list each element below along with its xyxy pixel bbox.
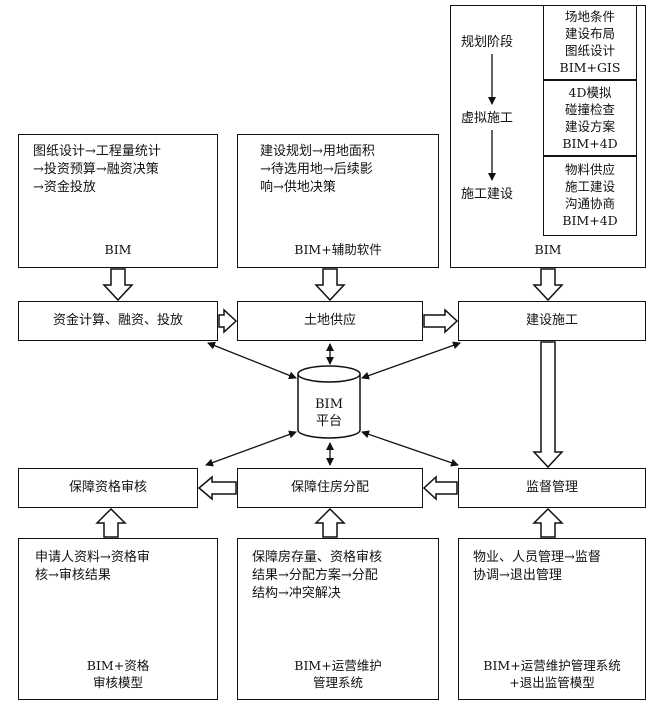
link-platform-eligibility xyxy=(205,430,297,467)
land-input-box: 建设规划→用地面积 →待选用地→后续影 响→供地决策 BIM+辅助软件 xyxy=(237,134,439,268)
link-platform-funding xyxy=(207,341,297,380)
eligibility-flow-text: 申请人资料→资格审 核→审核结果 xyxy=(35,550,150,583)
stage-planning-detail: 场地条件 建设布局 图纸设计 BIM+GIS xyxy=(543,6,637,80)
funding-bim-label: BIM xyxy=(104,242,132,257)
hollow-arrow-funding-down xyxy=(102,268,134,302)
housing-allocation-label: 保障住房分配 xyxy=(290,480,369,495)
stage-planning-detail-text: 场地条件 建设布局 图纸设计 BIM+GIS xyxy=(559,9,621,75)
construction-box: 建设施工 xyxy=(458,301,646,341)
allocation-input-box: 保障房存量、资格审核 结果→分配方案→分配 结构→冲突解决 BIM+运营维护 管… xyxy=(237,538,439,700)
hollow-arrow-construction-to-supervision xyxy=(532,341,564,469)
hollow-arrow-construction-down xyxy=(532,268,564,302)
funding-flow-text: 图纸设计→工程量统计 →投资预算→融资决策 →资金投放 xyxy=(33,144,161,195)
hollow-arrow-allocation-to-eligibility xyxy=(197,475,237,501)
eligibility-review-label: 保障资格审核 xyxy=(68,480,147,495)
hollow-arrow-supervision-to-allocation xyxy=(422,475,458,501)
hollow-arrow-eligibility-up xyxy=(95,507,127,538)
land-supply-box: 土地供应 xyxy=(237,301,423,341)
land-bim-label: BIM+辅助软件 xyxy=(294,242,382,257)
hollow-arrow-funding-to-land xyxy=(218,308,238,334)
stage-build-detail-text: 物料供应 施工建设 沟通协商 BIM+4D xyxy=(562,162,618,228)
supervision-flow-text: 物业、人员管理→监督 协调→退出管理 xyxy=(473,550,601,583)
housing-allocation-box: 保障住房分配 xyxy=(237,468,423,508)
stage-build-detail: 物料供应 施工建设 沟通协商 BIM+4D xyxy=(543,156,637,236)
stage-virtual-detail: 4D模拟 碰撞检查 建设方案 BIM+4D xyxy=(543,80,637,156)
hollow-arrow-land-to-construction xyxy=(423,308,459,334)
stage-virtual-label: 虚拟施工 xyxy=(461,111,514,126)
eligibility-bim-label: BIM+资格 审核模型 xyxy=(86,658,150,690)
stage-virtual-detail-text: 4D模拟 碰撞检查 建设方案 BIM+4D xyxy=(562,85,618,151)
land-supply-label: 土地供应 xyxy=(303,313,356,328)
eligibility-input-box: 申请人资料→资格审 核→审核结果 BIM+资格 审核模型 xyxy=(18,538,218,700)
bim-platform-label: BIM 平台 xyxy=(315,397,343,429)
link-platform-construction xyxy=(361,341,461,380)
supervision-bim-label: BIM+运营维护管理系统 +退出监管模型 xyxy=(483,658,621,690)
funding-input-box: 图纸设计→工程量统计 →投资预算→融资决策 →资金投放 BIM xyxy=(18,134,218,268)
allocation-flow-text: 保障房存量、资格审核 结果→分配方案→分配 结构→冲突解决 xyxy=(252,550,383,601)
supervision-label: 监督管理 xyxy=(525,480,578,495)
bim-platform-cylinder xyxy=(297,365,361,439)
stage-planning-label: 规划阶段 xyxy=(461,35,514,50)
construction-bim-label: BIM xyxy=(534,242,562,257)
supervision-input-box: 物业、人员管理→监督 协调→退出管理 BIM+运营维护管理系统 +退出监管模型 xyxy=(458,538,646,700)
funding-box: 资金计算、融资、投放 xyxy=(18,301,218,341)
link-platform-supervision xyxy=(361,430,459,467)
construction-input-box: 规划阶段 虚拟施工 施工建设 场地条件 建设布局 图纸设计 BIM+GIS 4D… xyxy=(450,5,646,268)
funding-label: 资金计算、融资、投放 xyxy=(52,313,183,328)
eligibility-review-box: 保障资格审核 xyxy=(18,468,198,508)
hollow-arrow-supervision-up xyxy=(532,507,564,538)
hollow-arrow-land-down xyxy=(314,268,346,302)
supervision-box: 监督管理 xyxy=(458,468,646,508)
hollow-arrow-allocation-up xyxy=(314,507,346,538)
stage-build-label: 施工建设 xyxy=(461,187,514,202)
construction-label: 建设施工 xyxy=(525,313,578,328)
land-flow-text: 建设规划→用地面积 →待选用地→后续影 响→供地决策 xyxy=(260,144,375,195)
allocation-bim-label: BIM+运营维护 管理系统 xyxy=(294,658,382,690)
